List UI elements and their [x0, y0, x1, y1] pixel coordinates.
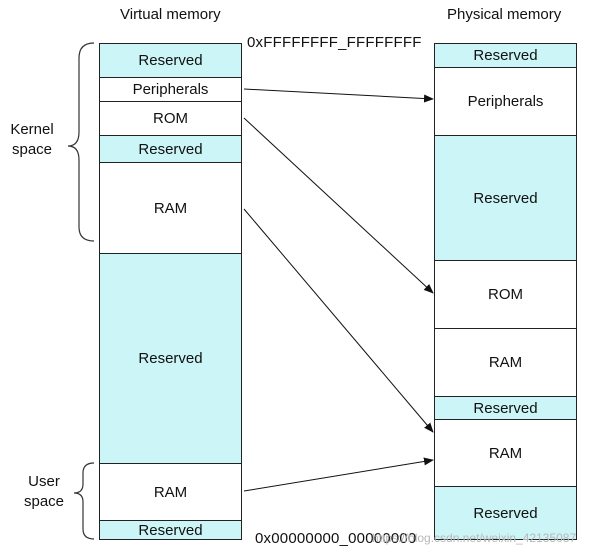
virtual-segment-ram-kernel: RAM — [100, 162, 241, 253]
user-space-label-line2: space — [23, 493, 65, 510]
user-space-brace — [73, 462, 95, 540]
arrow-ram-kernel — [243, 208, 434, 433]
virtual-segment-peripherals: Peripherals — [100, 77, 241, 101]
physical-segment-rom: ROM — [435, 260, 576, 328]
virtual-memory-title: Virtual memory — [120, 6, 221, 23]
physical-segment-reserved-middle: Reserved — [435, 396, 576, 419]
physical-memory-column: Reserved Peripherals Reserved ROM RAM Re… — [434, 43, 577, 540]
kernel-space-brace — [67, 42, 95, 242]
bottom-address-label: 0x00000000_00000000 — [255, 530, 417, 547]
arrow-ram-user — [243, 457, 434, 492]
physical-segment-reserved-bottom: Reserved — [435, 486, 576, 539]
arrow-peripherals — [243, 88, 434, 103]
virtual-segment-reserved-bottom: Reserved — [100, 520, 241, 539]
virtual-segment-reserved-middle: Reserved — [100, 253, 241, 463]
physical-segment-peripherals: Peripherals — [435, 67, 576, 135]
physical-memory-title: Physical memory — [447, 6, 562, 23]
user-space-label: User space — [18, 472, 70, 512]
top-address-label: 0xFFFFFFFF_FFFFFFFF — [247, 34, 422, 51]
virtual-segment-ram-user: RAM — [100, 463, 241, 520]
physical-segment-ram-lower: RAM — [435, 419, 576, 486]
user-space-label-line1: User — [28, 473, 60, 490]
arrow-rom — [243, 117, 434, 294]
kernel-space-label-line2: space — [11, 141, 53, 158]
virtual-segment-rom: ROM — [100, 101, 241, 135]
physical-segment-reserved-top: Reserved — [435, 44, 576, 67]
virtual-memory-column: Reserved Peripherals ROM Reserved RAM Re… — [99, 43, 242, 540]
kernel-space-label: Kernel space — [6, 120, 58, 160]
virtual-segment-reserved-kernel: Reserved — [100, 135, 241, 162]
physical-segment-reserved-upper: Reserved — [435, 135, 576, 260]
physical-segment-ram-upper: RAM — [435, 328, 576, 396]
watermark: https://blog.csdn.net/weixin_42135087 — [372, 531, 577, 545]
kernel-space-label-line1: Kernel — [10, 121, 54, 138]
virtual-segment-reserved-top: Reserved — [100, 44, 241, 77]
